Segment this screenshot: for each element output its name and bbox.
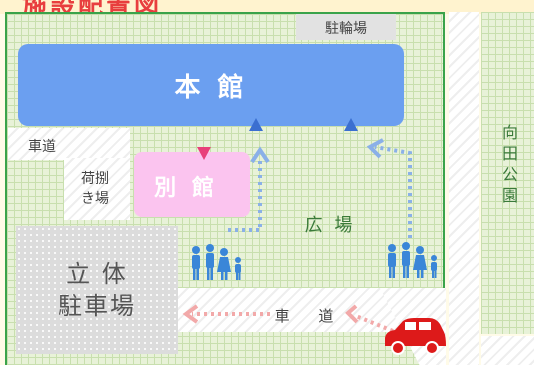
bicycle-parking [296, 14, 396, 40]
parking-garage[interactable] [16, 226, 178, 354]
park-bottom-road [481, 336, 534, 365]
annex-label: 別 館 [154, 176, 218, 201]
walk-arrow-right [374, 145, 412, 238]
title-strip [0, 0, 534, 14]
pedestrians-icon [192, 244, 241, 280]
entrance-triangle-icon [344, 118, 358, 131]
drive-arrow-car [345, 304, 394, 333]
entrance-triangle-icon [249, 118, 263, 131]
road-left [8, 128, 130, 160]
park-area [481, 12, 534, 334]
loading-area [64, 158, 130, 220]
plaza-label: 広 場 [304, 215, 356, 236]
annex-entrance-icon [197, 147, 211, 160]
pedestrians-icon [388, 242, 437, 278]
main-hall[interactable] [18, 44, 404, 126]
car-icon [385, 318, 446, 355]
park-label: 向 田 公 園 [501, 123, 518, 205]
road-left-label: 車道 [28, 139, 56, 155]
drive-arrow-left [182, 304, 270, 324]
loading-area-label: 荷捌 き場 [81, 171, 109, 207]
road-bottom-label: 車 道 [274, 307, 346, 325]
side-road [449, 12, 479, 365]
walk-arrow-left [228, 158, 262, 232]
annex-building[interactable] [134, 152, 250, 217]
parking-garage-label: 立 体 駐車場 [58, 260, 136, 320]
bicycle-parking-label: 駐輪場 [325, 21, 367, 37]
main-hall-label: 本 館 [174, 73, 248, 103]
